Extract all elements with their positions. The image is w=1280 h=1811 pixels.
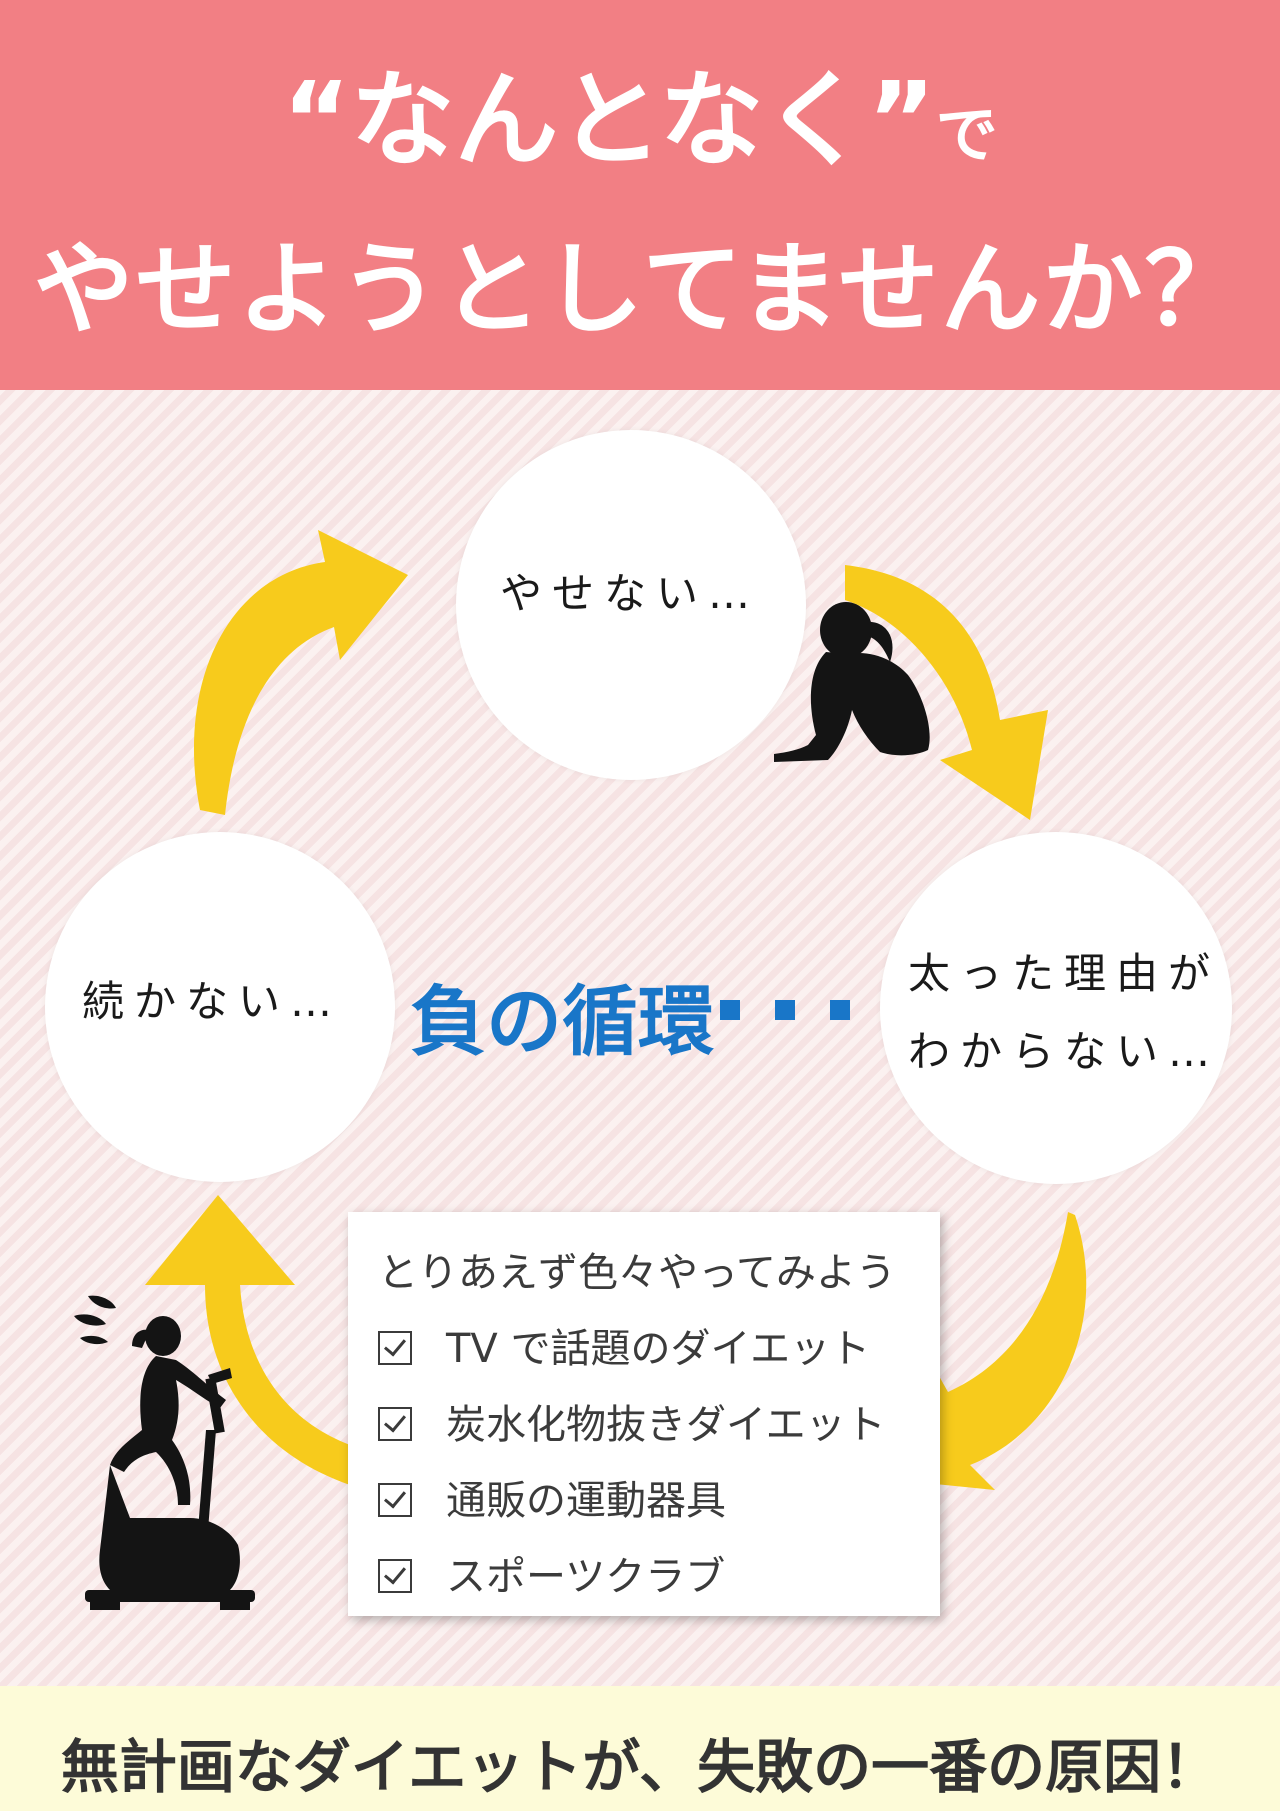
arrow-left-to-top	[193, 530, 408, 815]
checklist-item: 炭水化物抜きダイエット	[378, 1392, 886, 1450]
circle-top	[456, 430, 806, 780]
circle-left-text: 続かない…	[82, 977, 343, 1026]
negative-cycle-label: 負の循環	[410, 977, 714, 1066]
title-line-2: やせようとしてませんか？	[33, 231, 1247, 348]
header-banner: “なんとなく”で やせようとしてませんか？	[0, 0, 1280, 390]
checklist-item-label: TV で話題のダイエット	[446, 1326, 871, 1372]
check-box-icon	[378, 1483, 412, 1517]
dot-1	[720, 1000, 740, 1020]
check-box-icon	[378, 1331, 412, 1365]
footer-message: 無計画なダイエットが、失敗の一番の原因！	[60, 1733, 1220, 1801]
checklist-item: TV で話題のダイエット	[378, 1316, 870, 1374]
circle-right-text-line-1: 太った理由が	[908, 949, 1221, 998]
title-line-1-suffix: で	[935, 98, 998, 171]
dot-2	[775, 1000, 795, 1020]
exercise-bike-woman-silhouette-icon	[85, 1316, 255, 1610]
arrow-bottom-to-left	[145, 1195, 350, 1485]
checklist-item-label: 通販の運動器具	[446, 1478, 726, 1524]
arrow-right-to-bottom	[895, 1212, 1087, 1490]
check-box-icon	[378, 1559, 412, 1593]
sweat-drops-icon	[74, 1295, 116, 1345]
check-box-icon	[378, 1407, 412, 1441]
checklist-item-label: スポーツクラブ	[446, 1554, 726, 1600]
circle-top-text: やせない…	[500, 569, 761, 618]
footer-banner: 無計画なダイエットが、失敗の一番の原因！	[0, 1686, 1280, 1811]
circle-left	[45, 832, 395, 1182]
title-line-1-main: “なんとなく”	[282, 59, 936, 181]
checklist-item: 通販の運動器具	[378, 1468, 726, 1526]
checklist-item: スポーツクラブ	[378, 1544, 725, 1602]
circle-right-text-line-2: わからない…	[908, 1027, 1221, 1076]
ellipsis-dots	[710, 1000, 860, 1030]
arrow-top-to-right	[845, 565, 1048, 820]
checklist-card: とりあえず色々やってみよう TV で話題のダイエット 炭水化物抜きダイエット 通…	[348, 1212, 940, 1616]
circle-right	[880, 832, 1232, 1184]
checklist-heading: とりあえず色々やってみよう	[378, 1250, 896, 1296]
title-line-1: “なんとなく”で	[0, 68, 1280, 172]
dot-3	[830, 1000, 850, 1020]
checklist-item-label: 炭水化物抜きダイエット	[446, 1402, 886, 1448]
sitting-woman-silhouette-icon	[774, 602, 930, 762]
